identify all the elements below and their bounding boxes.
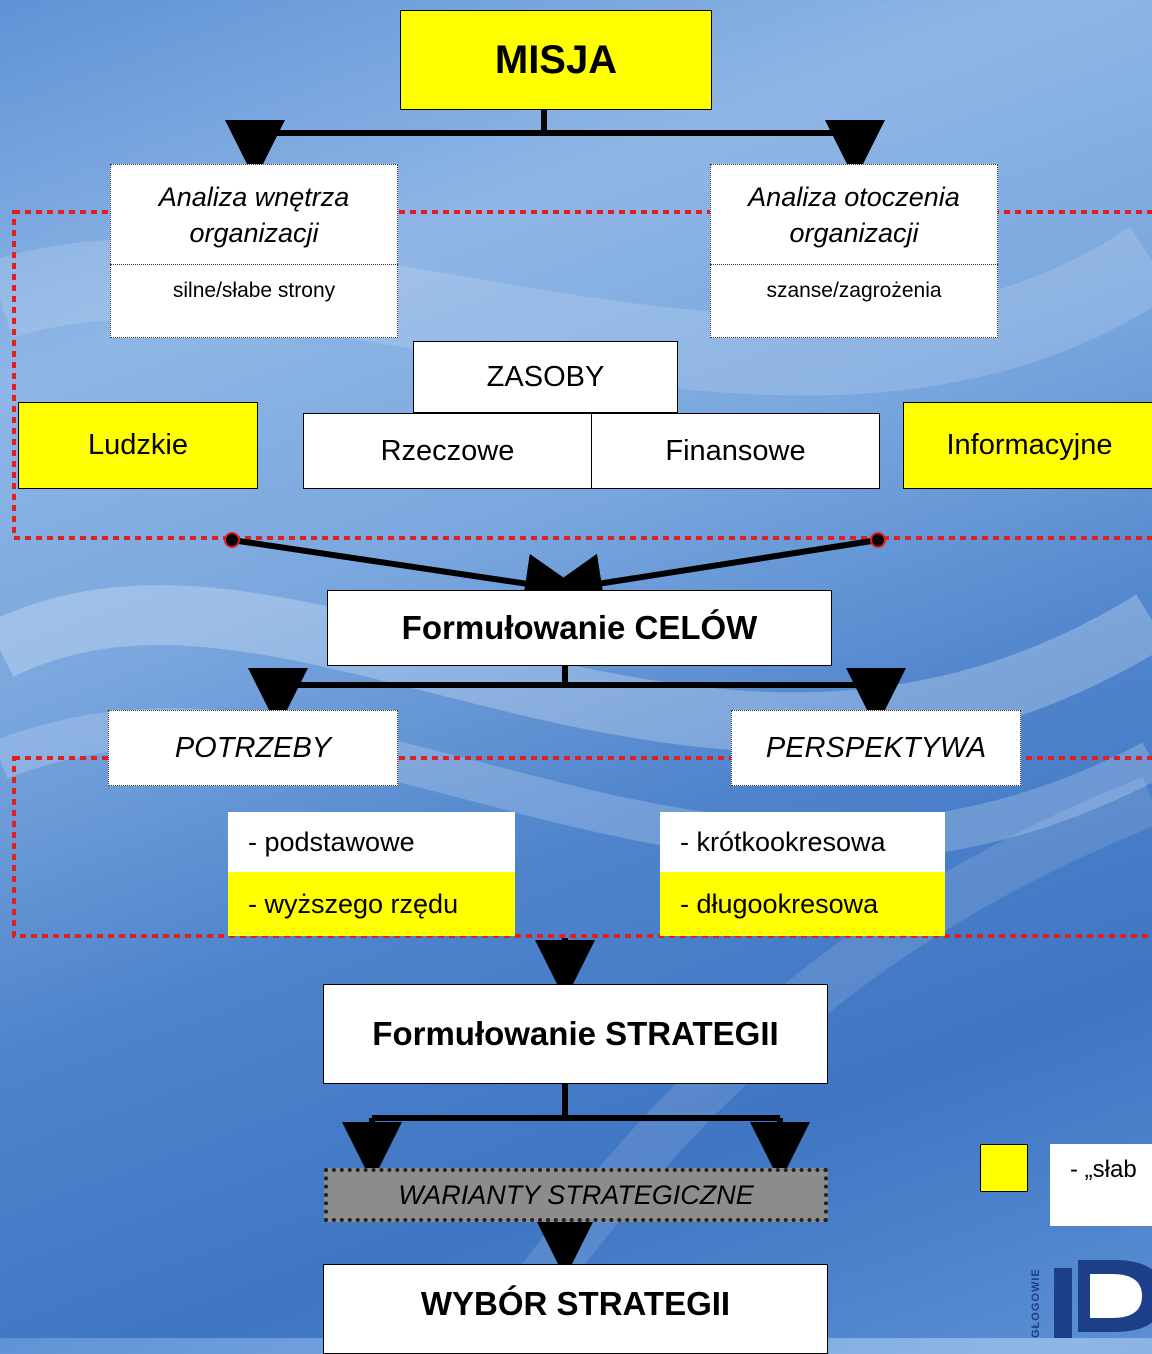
external-title-line2: organizacji: [789, 217, 919, 248]
resource-financial-box: Finansowe: [591, 413, 880, 489]
external-title-line1: Analiza otoczenia: [748, 181, 960, 212]
needs-item-basic-label: - podstawowe: [248, 826, 415, 857]
perspective-item-long-label: - długookresowa: [680, 888, 879, 919]
strategy-label: Formułowanie STRATEGII: [372, 1015, 779, 1052]
perspective-list: - krótkookresowa - długookresowa: [660, 812, 945, 936]
needs-list: - podstawowe - wyższego rzędu: [228, 812, 515, 936]
logo-mark-icon: [1054, 1260, 1152, 1338]
internal-strengths-box: silne/słabe strony: [110, 264, 398, 338]
variants-box: WARIANTY STRATEGICZNE: [324, 1168, 828, 1222]
legend-label: - „słab: [1070, 1156, 1137, 1183]
resource-human-box: Ludzkie: [18, 402, 258, 489]
logo-vertical-text: GŁOGOWIE: [1030, 1268, 1042, 1338]
resources-header-label: ZASOBY: [486, 360, 605, 393]
resource-material-label: Rzeczowe: [380, 434, 515, 467]
resource-information-box: Informacyjne: [903, 402, 1152, 489]
goals-box: Formułowanie CELÓW: [327, 590, 832, 666]
resource-financial-label: Finansowe: [665, 434, 806, 467]
choice-box: WYBÓR STRATEGII: [323, 1264, 828, 1354]
legend-swatch: [980, 1144, 1028, 1192]
perspective-box: PERSPEKTYWA: [731, 710, 1021, 786]
legend-box: - „słab: [1050, 1144, 1152, 1226]
needs-title: POTRZEBY: [174, 731, 332, 764]
strategy-box: Formułowanie STRATEGII: [323, 984, 828, 1084]
needs-item-higher-label: - wyższego rzędu: [248, 888, 459, 919]
internal-title-line2: organizacji: [189, 217, 319, 248]
resource-information-label: Informacyjne: [946, 429, 1113, 461]
needs-box: POTRZEBY: [108, 710, 398, 786]
internal-strengths-label: silne/słabe strony: [172, 279, 336, 302]
perspective-item-short: - krótkookresowa: [660, 812, 945, 872]
resource-human-label: Ludzkie: [88, 429, 188, 461]
logo: GŁOGOWIE: [1030, 1236, 1152, 1338]
perspective-item-long: - długookresowa: [660, 872, 945, 936]
needs-item-basic: - podstawowe: [228, 812, 515, 872]
external-opportunities-box: szanse/zagrożenia: [710, 264, 998, 338]
perspective-item-short-label: - krótkookresowa: [680, 826, 886, 857]
variants-label: WARIANTY STRATEGICZNE: [398, 1179, 754, 1210]
internal-analysis-box: Analiza wnętrza organizacji: [110, 164, 398, 264]
goals-label: Formułowanie CELÓW: [401, 609, 758, 646]
external-analysis-box: Analiza otoczenia organizacji: [710, 164, 998, 264]
choice-label: WYBÓR STRATEGII: [420, 1285, 731, 1322]
external-opportunities-label: szanse/zagrożenia: [766, 279, 942, 302]
resource-material-box: Rzeczowe: [303, 413, 592, 489]
perspective-title: PERSPEKTYWA: [765, 731, 987, 764]
needs-item-higher: - wyższego rzędu: [228, 872, 515, 936]
resources-header-box: ZASOBY: [413, 341, 678, 413]
internal-title-line1: Analiza wnętrza: [158, 181, 350, 212]
mission-box: MISJA: [400, 10, 712, 110]
mission-label: MISJA: [494, 37, 618, 82]
